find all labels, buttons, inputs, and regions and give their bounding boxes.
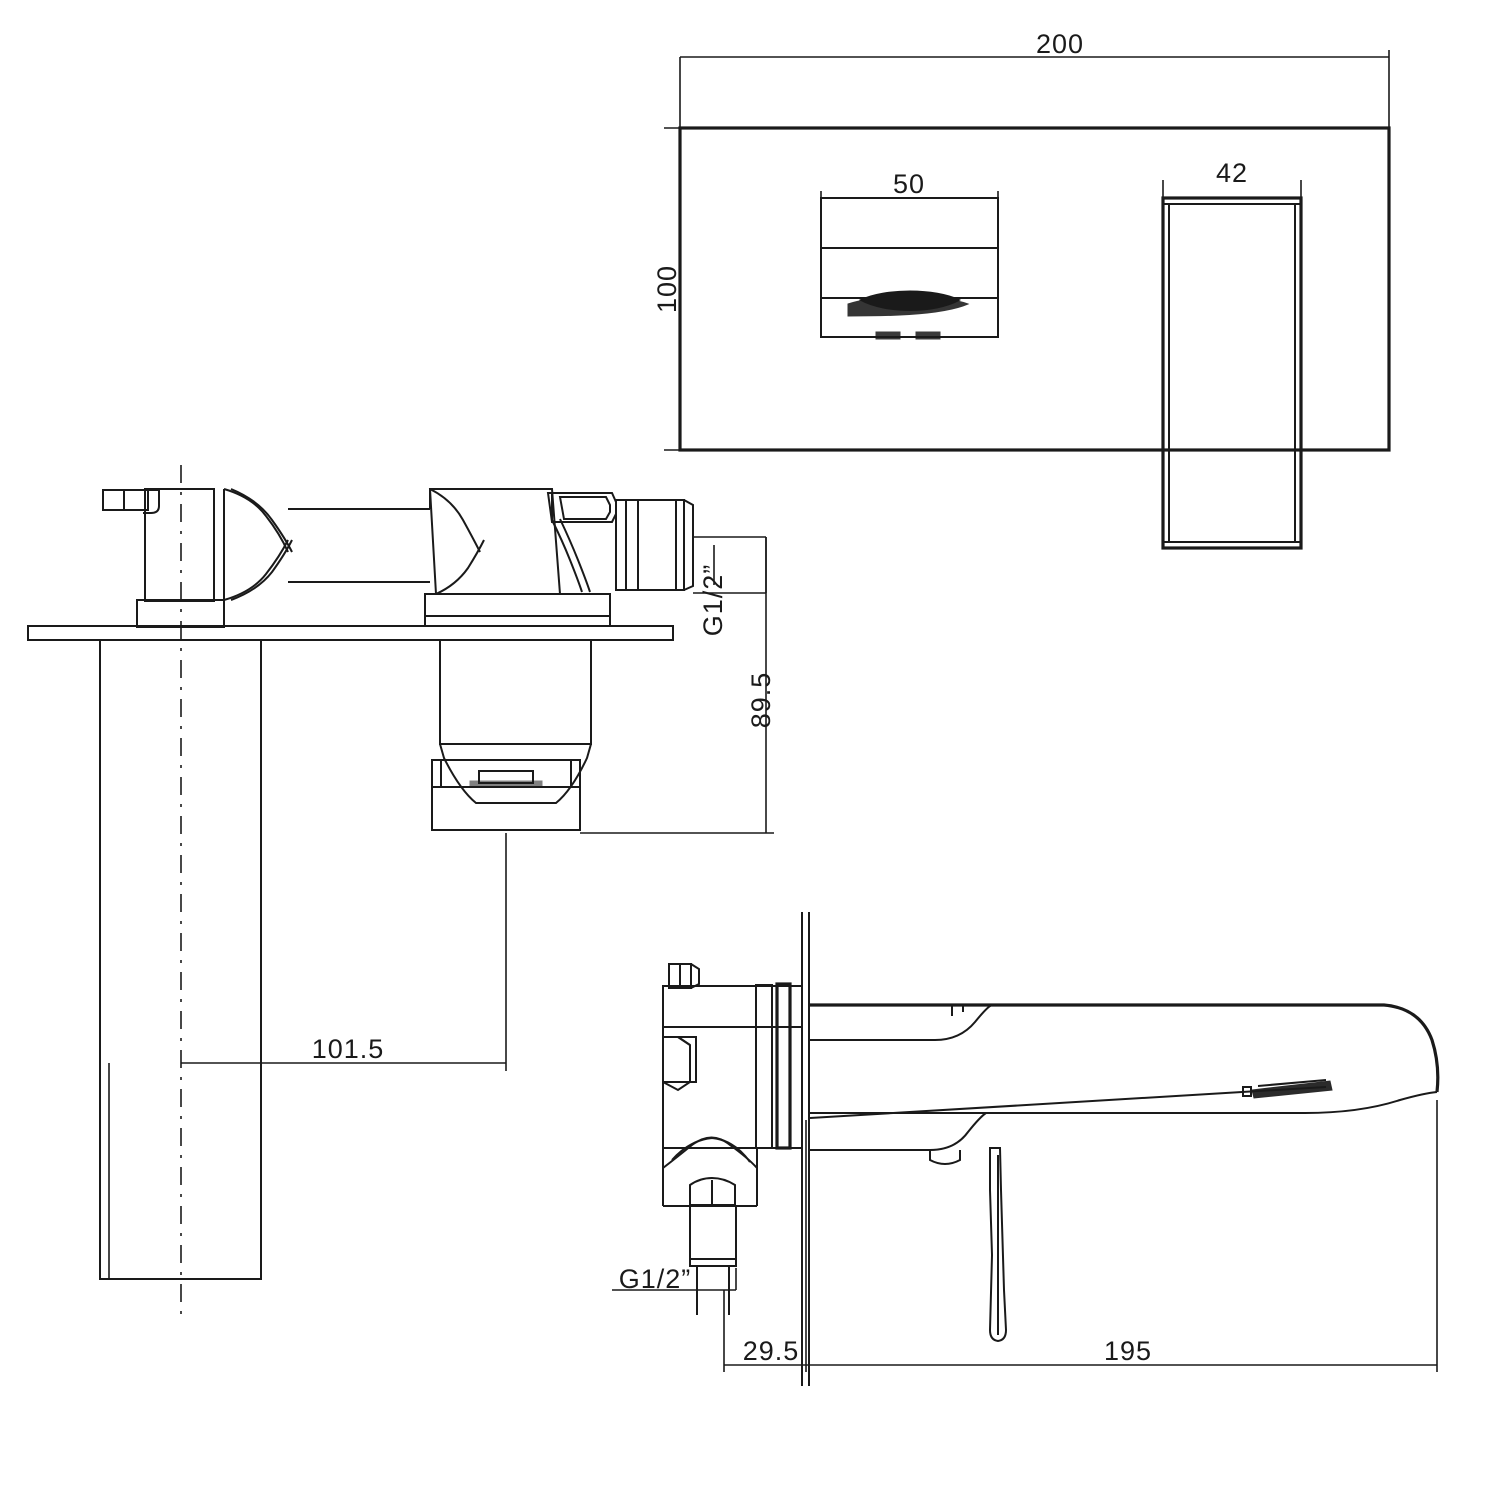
handle-front-block: [820, 197, 999, 340]
label-g-half-bottom: G1/2”: [619, 1264, 692, 1294]
dim-handle-width-50: [820, 191, 999, 205]
label-195: 195: [1104, 1336, 1152, 1366]
label-100: 100: [652, 265, 682, 313]
spout-side-profile: [809, 1003, 1440, 1151]
side-section-view-rotated: G1/2” 89.5 101.5: [27, 465, 776, 1320]
label-101-5: 101.5: [312, 1034, 385, 1064]
threaded-shank: [439, 639, 592, 804]
spout-body-profile: [99, 465, 262, 1320]
side-elevation-view: G1/2” 29.5 195: [612, 912, 1440, 1386]
dim-wall-offset-295: [723, 1120, 807, 1372]
spout-lever-arm: [929, 1147, 1008, 1343]
label-89-5: 89.5: [746, 672, 776, 729]
label-50: 50: [893, 169, 925, 199]
inlet-nipple: [546, 492, 694, 593]
valve-body-tube: [223, 488, 430, 601]
mounting-flange: [424, 593, 611, 627]
lock-nut-block: [431, 759, 581, 831]
mounting-plate: [27, 625, 674, 641]
dim-plate-width-200: [679, 50, 1390, 128]
dim-valve-depth-895: [580, 537, 774, 834]
wall-plate-outline: [678, 126, 1391, 452]
spout-top-cap: [136, 488, 225, 628]
label-g-half-top: G1/2”: [698, 564, 728, 637]
label-29-5: 29.5: [743, 1336, 800, 1366]
dim-plate-height-100: [664, 127, 690, 451]
front-elevation-view: 200 100 50 42: [652, 29, 1391, 550]
rear-valve-block: [662, 963, 803, 1149]
label-42: 42: [1216, 158, 1248, 188]
label-200: 200: [1036, 29, 1084, 59]
lower-valve-dome: [662, 1136, 758, 1315]
escutcheon-flange: [755, 982, 792, 1150]
dim-spout-projection-195: [806, 1100, 1438, 1372]
cartridge-body: [428, 488, 562, 595]
dim-spout-width-42: [1162, 180, 1302, 205]
spout-front-block: [1161, 196, 1303, 550]
dim-g-half-bottom: [612, 1268, 737, 1291]
lever-handle-tab: [102, 489, 160, 514]
dim-spout-offset-1015: [108, 833, 507, 1279]
